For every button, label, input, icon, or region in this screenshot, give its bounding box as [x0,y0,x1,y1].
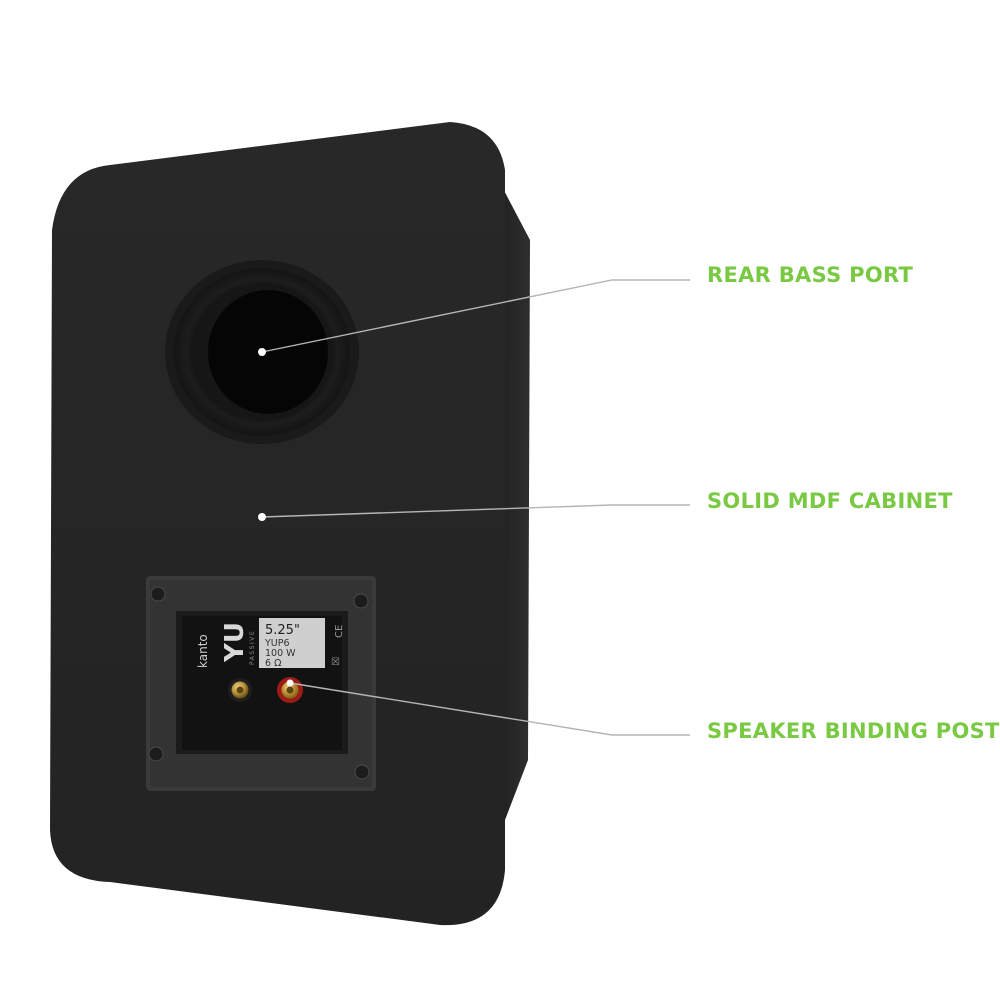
terminal-plate: 5.25" YUP6 100 W 6 Ω kanto YU PASSIVE CE… [146,576,376,791]
weee-icon: ☒ [331,657,340,668]
model-logo: YU [220,622,250,663]
spec-impedance: 6 Ω [265,658,281,669]
screw-icon [353,593,369,609]
screw-icon [148,746,164,762]
leader-dot [286,679,294,687]
spec-power: 100 W [265,648,296,659]
screw-icon [354,764,370,780]
spec-size: 5.25" [265,623,300,638]
cabinet-back [50,122,505,926]
leader-lines [261,279,690,736]
leader-dot [258,513,266,521]
callout-solid-mdf-cabinet: SOLID MDF CABINET [707,489,953,513]
brand-name: kanto [196,634,210,668]
passive-text: PASSIVE [249,630,256,665]
leader-line-binding-post [289,682,690,736]
leader-line-bass-port [261,279,690,353]
binding-post-black [228,678,252,702]
leader-line-cabinet [261,504,690,518]
callout-speaker-binding-post: SPEAKER BINDING POST [707,719,1000,743]
cabinet-side [488,160,530,820]
callout-rear-bass-port: REAR BASS PORT [707,263,914,287]
leader-dot [258,348,266,356]
screw-icon [150,586,166,602]
spec-model: YUP6 [264,638,290,649]
ce-mark: CE [334,625,345,638]
spec-label [259,618,325,668]
